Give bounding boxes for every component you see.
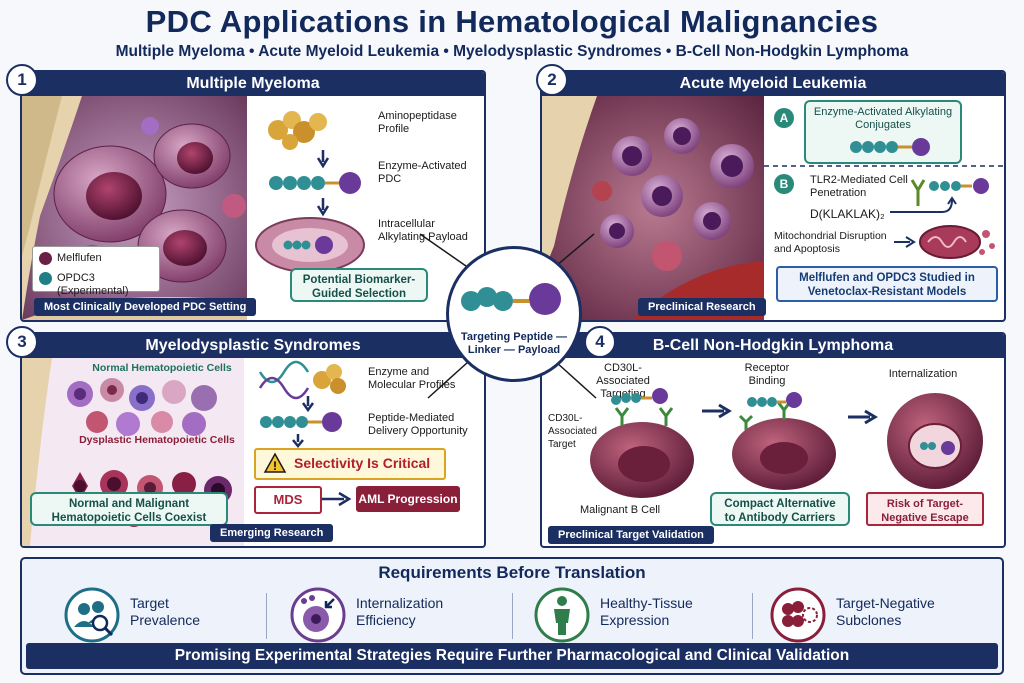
badge-b-icon: B — [774, 174, 794, 194]
arrow-right-icon — [702, 403, 732, 419]
requirement-healthy-tissue: Healthy-Tissue Expression — [534, 587, 744, 643]
pdc-structure-circle: Targeting Peptide — Linker — Payload — [446, 246, 582, 382]
divider — [752, 593, 753, 639]
dna-helix-icon — [258, 360, 310, 400]
arrow-down-icon — [292, 434, 304, 448]
panel-number-3: 3 — [6, 326, 38, 358]
enzyme-conjugates-label: Enzyme-Activated Alkylating Conjugates — [813, 106, 953, 131]
mds-stage-box: MDS — [254, 486, 322, 514]
requirement-label: Target-Negative Subclones — [836, 595, 935, 628]
step-internalization: Internalization — [888, 368, 958, 380]
arrow-down-icon — [301, 396, 315, 413]
intracellular-payload-icon — [255, 217, 365, 273]
divider — [266, 593, 267, 639]
risk-escape-box: Risk of Target-Negative Escape — [866, 492, 984, 526]
dashed-divider — [764, 165, 1004, 167]
requirement-label: Healthy-Tissue Expression — [600, 595, 693, 628]
myeloma-legend: Melflufen OPDC3 (Experimental) — [32, 246, 160, 297]
coexist-box: Normal and Malignant Hematopoietic Cells… — [30, 492, 228, 526]
step-receptor-binding: Receptor Binding — [744, 362, 790, 387]
opdc3-dot-icon — [39, 272, 52, 285]
myeloma-bone-marrow-illustration — [22, 96, 247, 320]
footer-tag: Preclinical Research — [638, 298, 766, 316]
warning-icon: ! — [263, 452, 287, 473]
requirements-section: Requirements Before Translation Target P… — [20, 557, 1004, 675]
footer-tag: Most Clinically Developed PDC Setting — [34, 298, 257, 316]
cd30l-target-label: CD30L-Associated Target — [548, 413, 597, 450]
arrow-right-icon — [322, 491, 352, 507]
malignant-b-cell-label: Malignant B Cell — [580, 504, 661, 516]
conjugate-molecule-icon — [850, 138, 930, 156]
panel-title: Acute Myeloid Leukemia — [542, 72, 1004, 96]
people-search-icon — [64, 587, 120, 643]
step-peptide-delivery: Peptide-Mediated Delivery Opportunity — [368, 412, 468, 437]
enzyme-activated-pdc-icon — [269, 172, 361, 194]
mitochondrial-effect-label: Mitochondrial Disruption and Apoptosis — [774, 230, 887, 255]
badge-a-icon: A — [774, 108, 794, 128]
legend-melflufen: Melflufen — [57, 252, 102, 264]
aminopeptidase-cluster-icon — [268, 111, 327, 150]
compact-alternative-box: Compact Alternative to Antibody Carriers — [710, 492, 850, 526]
step-enzyme-profiles: Enzyme and Molecular Profiles — [368, 366, 456, 391]
tlr2-receptor-molecule-icon — [910, 178, 989, 206]
enzyme-cluster-icon — [313, 364, 346, 394]
legend-opdc3: OPDC3 (Experimental) — [57, 272, 129, 297]
step-intracellular-payload: Intracellular Alkylating Payload — [378, 218, 468, 243]
subclones-icon — [770, 587, 826, 643]
step-aminopeptidase: Aminopeptidase Profile — [378, 110, 457, 135]
malignant-b-cell-2-icon — [732, 392, 836, 490]
normal-cells-label: Normal Hematopoietic Cells — [92, 362, 232, 374]
requirement-target-prevalence: Target Prevalence — [64, 587, 264, 643]
panel-number-4: 4 — [584, 326, 616, 358]
requirement-target-negative: Target-Negative Subclones — [770, 587, 980, 643]
step-enzyme-activated-pdc: Enzyme-Activated PDC — [378, 160, 467, 185]
validation-banner: Promising Experimental Strategies Requir… — [26, 643, 998, 669]
panel-number-1: 1 — [6, 64, 38, 96]
dysplastic-cells-label: Dysplastic Hematopoietic Cells — [79, 434, 235, 446]
divider — [512, 593, 513, 639]
pdc-molecule-icon — [461, 283, 561, 315]
requirements-title: Requirements Before Translation — [378, 563, 646, 582]
cell-internalization-icon — [290, 587, 346, 643]
aml-progression-box: AML Progression — [356, 486, 460, 512]
enzyme-conjugates-box: Enzyme-Activated Alkylating Conjugates — [804, 100, 962, 164]
arrow-right-icon — [894, 236, 916, 248]
arrow-down-icon — [316, 150, 330, 169]
peptide-arrow-icon — [890, 196, 957, 213]
mitochondrion-icon — [919, 225, 995, 259]
tlr2-label: TLR2-Mediated Cell Penetration — [810, 174, 908, 199]
footer-tag: Emerging Research — [210, 524, 334, 542]
selectivity-warning: ! Selectivity Is Critical — [254, 448, 446, 480]
panel-title: Myelodysplastic Syndromes — [22, 334, 484, 358]
requirement-label: Target Prevalence — [130, 595, 201, 628]
peptide-delivery-icon — [260, 412, 342, 432]
requirement-label: Internalization Efficiency — [356, 595, 444, 628]
malignant-b-cell-1-icon — [590, 388, 694, 498]
panel-multiple-myeloma: Multiple Myeloma Melflufen OPDC3 (Experi… — [20, 70, 486, 322]
arrow-down-icon — [316, 198, 330, 217]
page-subtitle: Multiple Myeloma • Acute Myeloid Leukemi… — [115, 43, 909, 60]
klaklak-peptide-label: D(KLAKLAK)₂ — [810, 207, 885, 221]
panel-title: B-Cell Non-Hodgkin Lymphoma — [542, 334, 1004, 358]
melflufen-dot-icon — [39, 252, 52, 265]
requirement-internalization: Internalization Efficiency — [290, 587, 500, 643]
biomarker-selection-box: Potential Biomarker-Guided Selection — [290, 268, 428, 302]
panel-acute-myeloid-leukemia: Acute Myeloid Leukemia Preclinical Resea… — [540, 70, 1006, 322]
svg-text:!: ! — [273, 459, 277, 473]
arrow-right-icon — [848, 409, 878, 425]
page-title: PDC Applications in Hematological Malign… — [145, 4, 879, 39]
internalized-cell-icon — [887, 393, 983, 489]
human-body-icon — [534, 587, 590, 643]
panel-myelodysplastic-syndromes: Myelodysplastic Syndromes Normal Hematop… — [20, 332, 486, 548]
venetoclax-models-box: Melflufen and OPDC3 Studied in Venetocla… — [776, 266, 998, 302]
selectivity-text: Selectivity Is Critical — [294, 455, 431, 471]
footer-tag: Preclinical Target Validation — [548, 526, 714, 544]
pdc-structure-label: Targeting Peptide — Linker — Payload — [460, 331, 568, 356]
panel-number-2: 2 — [536, 64, 568, 96]
panel-title: Multiple Myeloma — [22, 72, 484, 96]
panel-b-cell-lymphoma: B-Cell Non-Hodgkin Lymphoma CD30L-Associ… — [540, 332, 1006, 548]
